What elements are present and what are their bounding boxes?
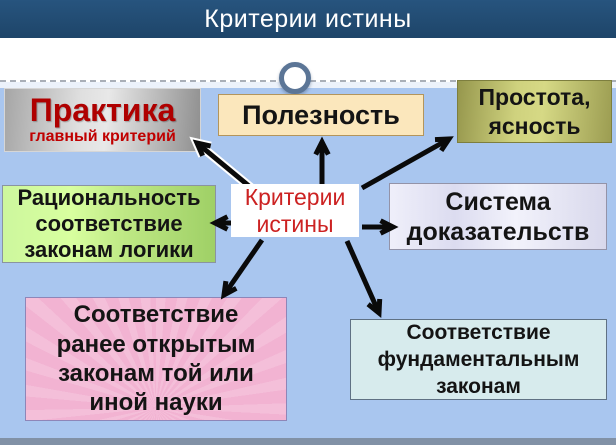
node-praktika-subtitle: главный критерий (29, 127, 176, 145)
node-praktika: Практика главный критерий (4, 88, 201, 152)
node-poleznost-label: Полезность (242, 99, 400, 130)
title-bar: Критерии истины (0, 0, 616, 38)
center-node: Критерии истины (231, 184, 359, 237)
node-prostota-line: ясность (488, 112, 581, 139)
node-ratsionalnost-line: Рациональность (17, 185, 201, 211)
node-sistema: Система доказательств (389, 183, 607, 250)
footer-bar (0, 438, 616, 445)
node-sootvetstvie-fundamentalnym-line: Соответствие (406, 320, 551, 344)
node-ratsionalnost-line: законам логики (24, 236, 194, 262)
node-sootvetstvie-ranee-line: законам той или (58, 360, 254, 387)
slide-title: Критерии истины (204, 4, 412, 33)
node-sootvetstvie-ranee: Соответствие ранее открытым законам той … (25, 297, 287, 421)
node-sistema-line: доказательств (406, 217, 590, 246)
node-sistema-line: Система (445, 187, 551, 216)
node-sootvetstvie-fundamentalnym-line: фундаментальным (377, 347, 580, 371)
arrow-to-sootv-ranee (220, 238, 265, 300)
arrow-to-sootv-fund (344, 239, 383, 319)
circle-ornament-icon (279, 62, 311, 94)
center-node-line: Критерии (244, 184, 346, 211)
center-node-line: истины (256, 210, 334, 237)
node-prostota-line: Простота, (478, 83, 591, 110)
node-praktika-title: Практика (29, 91, 176, 128)
node-sootvetstvie-ranee-line: Соответствие (73, 301, 239, 329)
node-sootvetstvie-fundamentalnym: Соответствие фундаментальным законам (350, 319, 607, 400)
node-ratsionalnost: Рациональность соответствие законам логи… (2, 185, 216, 263)
node-poleznost: Полезность (218, 94, 424, 136)
node-sootvetstvie-ranee-line: ранее открытым (56, 330, 256, 358)
node-ratsionalnost-line: соответствие (35, 211, 183, 237)
node-prostota: Простота, ясность (457, 80, 612, 143)
node-sootvetstvie-fundamentalnym-line: законам (436, 375, 521, 399)
arrow-to-prostota (360, 136, 454, 191)
node-sootvetstvie-ranee-line: иной науки (89, 389, 223, 417)
